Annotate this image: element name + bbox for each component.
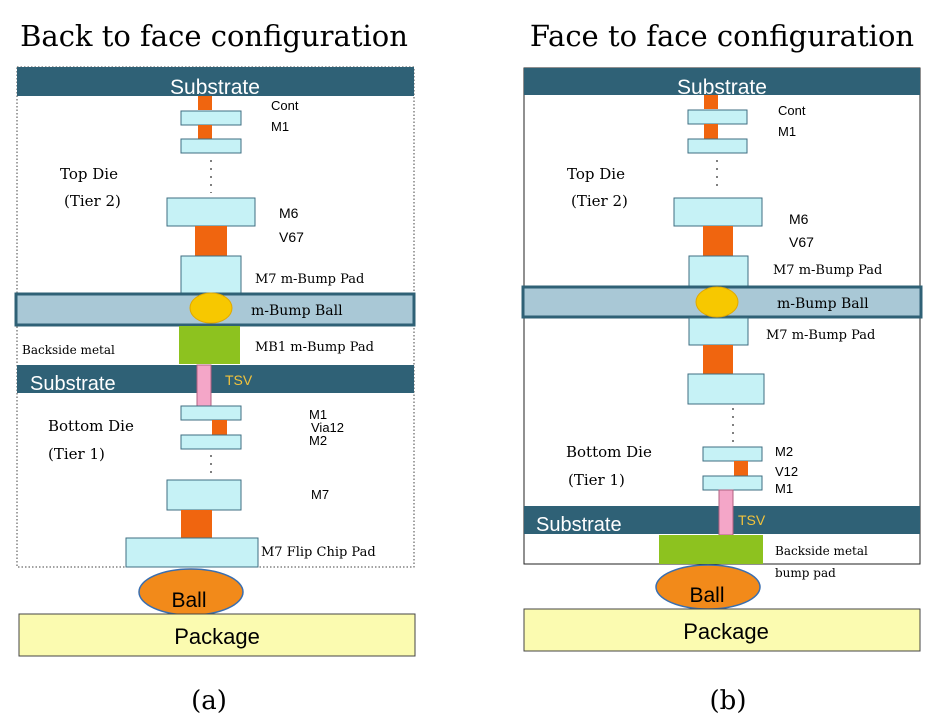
left-tier1-label: (Tier 1) — [48, 445, 105, 463]
left-bottom-m2-label: M2 — [309, 433, 327, 448]
right-caption: (b) — [710, 686, 747, 716]
right-m2-metal — [687, 138, 748, 154]
left-bottom-via12 — [212, 420, 227, 435]
right-bottom-die-label: Bottom Die — [566, 443, 652, 461]
left-m6-label: M6 — [279, 205, 299, 221]
left-bottom-die-label: Bottom Die — [48, 417, 134, 435]
right-m7-bump-pad-bottom — [688, 317, 749, 346]
right-m1-label: M1 — [778, 124, 796, 139]
left-m7-bump-pad — [180, 255, 242, 294]
left-cont-label: Cont — [271, 98, 299, 113]
left-bottom-m7-label: M7 — [311, 487, 329, 502]
left-bottom-m7 — [166, 479, 242, 511]
right-panel: Face to face configuration Substrate Con… — [521, 19, 923, 716]
left-bottom-via12-label: Via12 — [311, 420, 344, 435]
left-panel: Back to face configuration Substrate Con… — [14, 19, 416, 716]
right-v67-bottom-via — [703, 345, 733, 374]
left-mb1-pad-label: MB1 m-Bump Pad — [255, 340, 374, 355]
right-m7-bump-pad-top-label: M7 m-Bump Pad — [773, 263, 882, 278]
right-backside-pad-label-2: bump pad — [775, 566, 836, 580]
left-top-substrate — [17, 67, 414, 96]
right-ball-label: Ball — [689, 584, 724, 607]
left-bump-ball-label: m-Bump Ball — [251, 303, 343, 319]
right-cont-label: Cont — [778, 103, 806, 118]
right-m7-bump-pad-bottom-label: M7 m-Bump Pad — [766, 328, 875, 343]
left-tier2-label: (Tier 2) — [64, 192, 121, 210]
left-v67-via — [195, 226, 227, 256]
left-m7-bump-pad-label: M7 m-Bump Pad — [255, 272, 364, 287]
left-cont-via — [198, 96, 212, 110]
right-m6-bottom-metal — [687, 373, 765, 405]
left-bump-ball — [189, 292, 233, 324]
right-bottom-v12 — [734, 461, 748, 476]
right-top-substrate-label: Substrate — [677, 76, 767, 99]
right-package — [523, 608, 921, 652]
right-bottom-m1-label: M1 — [775, 481, 793, 496]
left-bottom-m2 — [180, 434, 242, 450]
left-flip-chip-pad-label: M7 Flip Chip Pad — [261, 545, 376, 560]
right-bottom-m2 — [702, 446, 763, 462]
right-tsv-label: TSV — [738, 512, 766, 528]
right-bump-ball — [695, 286, 739, 318]
left-package-label: Package — [174, 624, 260, 649]
left-mb1-pad — [179, 326, 240, 364]
right-m7-bump-pad-top — [688, 255, 749, 288]
right-bottom-substrate-label: Substrate — [536, 514, 622, 536]
right-m6-label: M6 — [789, 211, 809, 227]
left-bottom-m1 — [180, 405, 242, 421]
left-package — [18, 613, 416, 657]
right-backside-pad-label-1: Backside metal — [775, 544, 868, 558]
left-m2-metal — [180, 138, 242, 154]
left-flip-chip-pad — [125, 537, 259, 568]
right-package-label: Package — [683, 619, 769, 644]
right-v1-via — [704, 124, 718, 139]
left-tsv — [196, 364, 212, 407]
left-bottom-substrate-label: Substrate — [30, 373, 116, 395]
right-m1-metal — [687, 109, 748, 125]
left-m1-metal — [180, 110, 242, 126]
right-bottom-m1 — [702, 475, 763, 491]
right-bottom-v12-label: V12 — [775, 464, 798, 479]
right-m6-metal — [673, 197, 763, 227]
left-bottom-m1-label: M1 — [309, 407, 327, 422]
left-top-die-label: Top Die — [60, 165, 118, 183]
left-bottom-substrate — [17, 365, 414, 393]
left-backside-metal-label: Backside metal — [22, 343, 115, 357]
right-top-die-label: Top Die — [567, 165, 625, 183]
right-tier1-label: (Tier 1) — [568, 471, 625, 489]
right-backside-pad — [659, 535, 763, 564]
right-top-substrate — [524, 68, 920, 95]
right-title: Face to face configuration — [530, 19, 914, 53]
left-m1-label: M1 — [271, 119, 289, 134]
left-m6-metal — [166, 197, 256, 227]
left-v67-label: V67 — [279, 229, 304, 245]
right-tsv — [718, 489, 734, 536]
right-v67-label: V67 — [789, 234, 814, 250]
right-cont-via — [704, 95, 718, 109]
left-title: Back to face configuration — [20, 19, 408, 53]
right-bump-ball-label: m-Bump Ball — [777, 296, 869, 312]
left-caption: (a) — [191, 686, 227, 716]
right-v67-via — [703, 226, 733, 256]
left-ball-label: Ball — [171, 589, 206, 612]
left-top-substrate-label: Substrate — [170, 76, 260, 99]
left-v1-via — [198, 125, 212, 139]
right-tier2-label: (Tier 2) — [571, 192, 628, 210]
left-flip-chip-via — [181, 510, 212, 538]
right-bottom-m2-label: M2 — [775, 444, 793, 459]
left-tsv-label: TSV — [225, 372, 253, 388]
